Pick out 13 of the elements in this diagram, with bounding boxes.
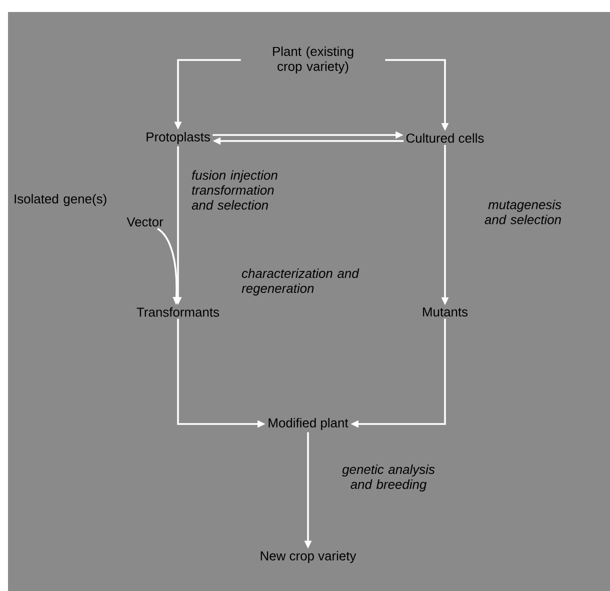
node-text: Cultured cells (406, 133, 484, 143)
node-text: Vector (126, 217, 164, 226)
label-text: Isolated gene(s) (14, 194, 106, 206)
node-text: New crop variety (260, 550, 356, 564)
edge-label: fusion injection transformation and selection (192, 170, 278, 210)
node-text: Protoplasts (146, 132, 210, 144)
node-text: Transformants (136, 307, 220, 317)
label-text: characterization and regeneration (242, 268, 360, 296)
node-text: Plant (existing crop variety) (273, 46, 354, 74)
node-text: Mutants (423, 307, 468, 316)
edge-label: genetic analysis and breeding (342, 464, 435, 492)
node-text: Modified plant (268, 418, 348, 430)
edge-label: mutagenesis and selection (484, 200, 562, 224)
